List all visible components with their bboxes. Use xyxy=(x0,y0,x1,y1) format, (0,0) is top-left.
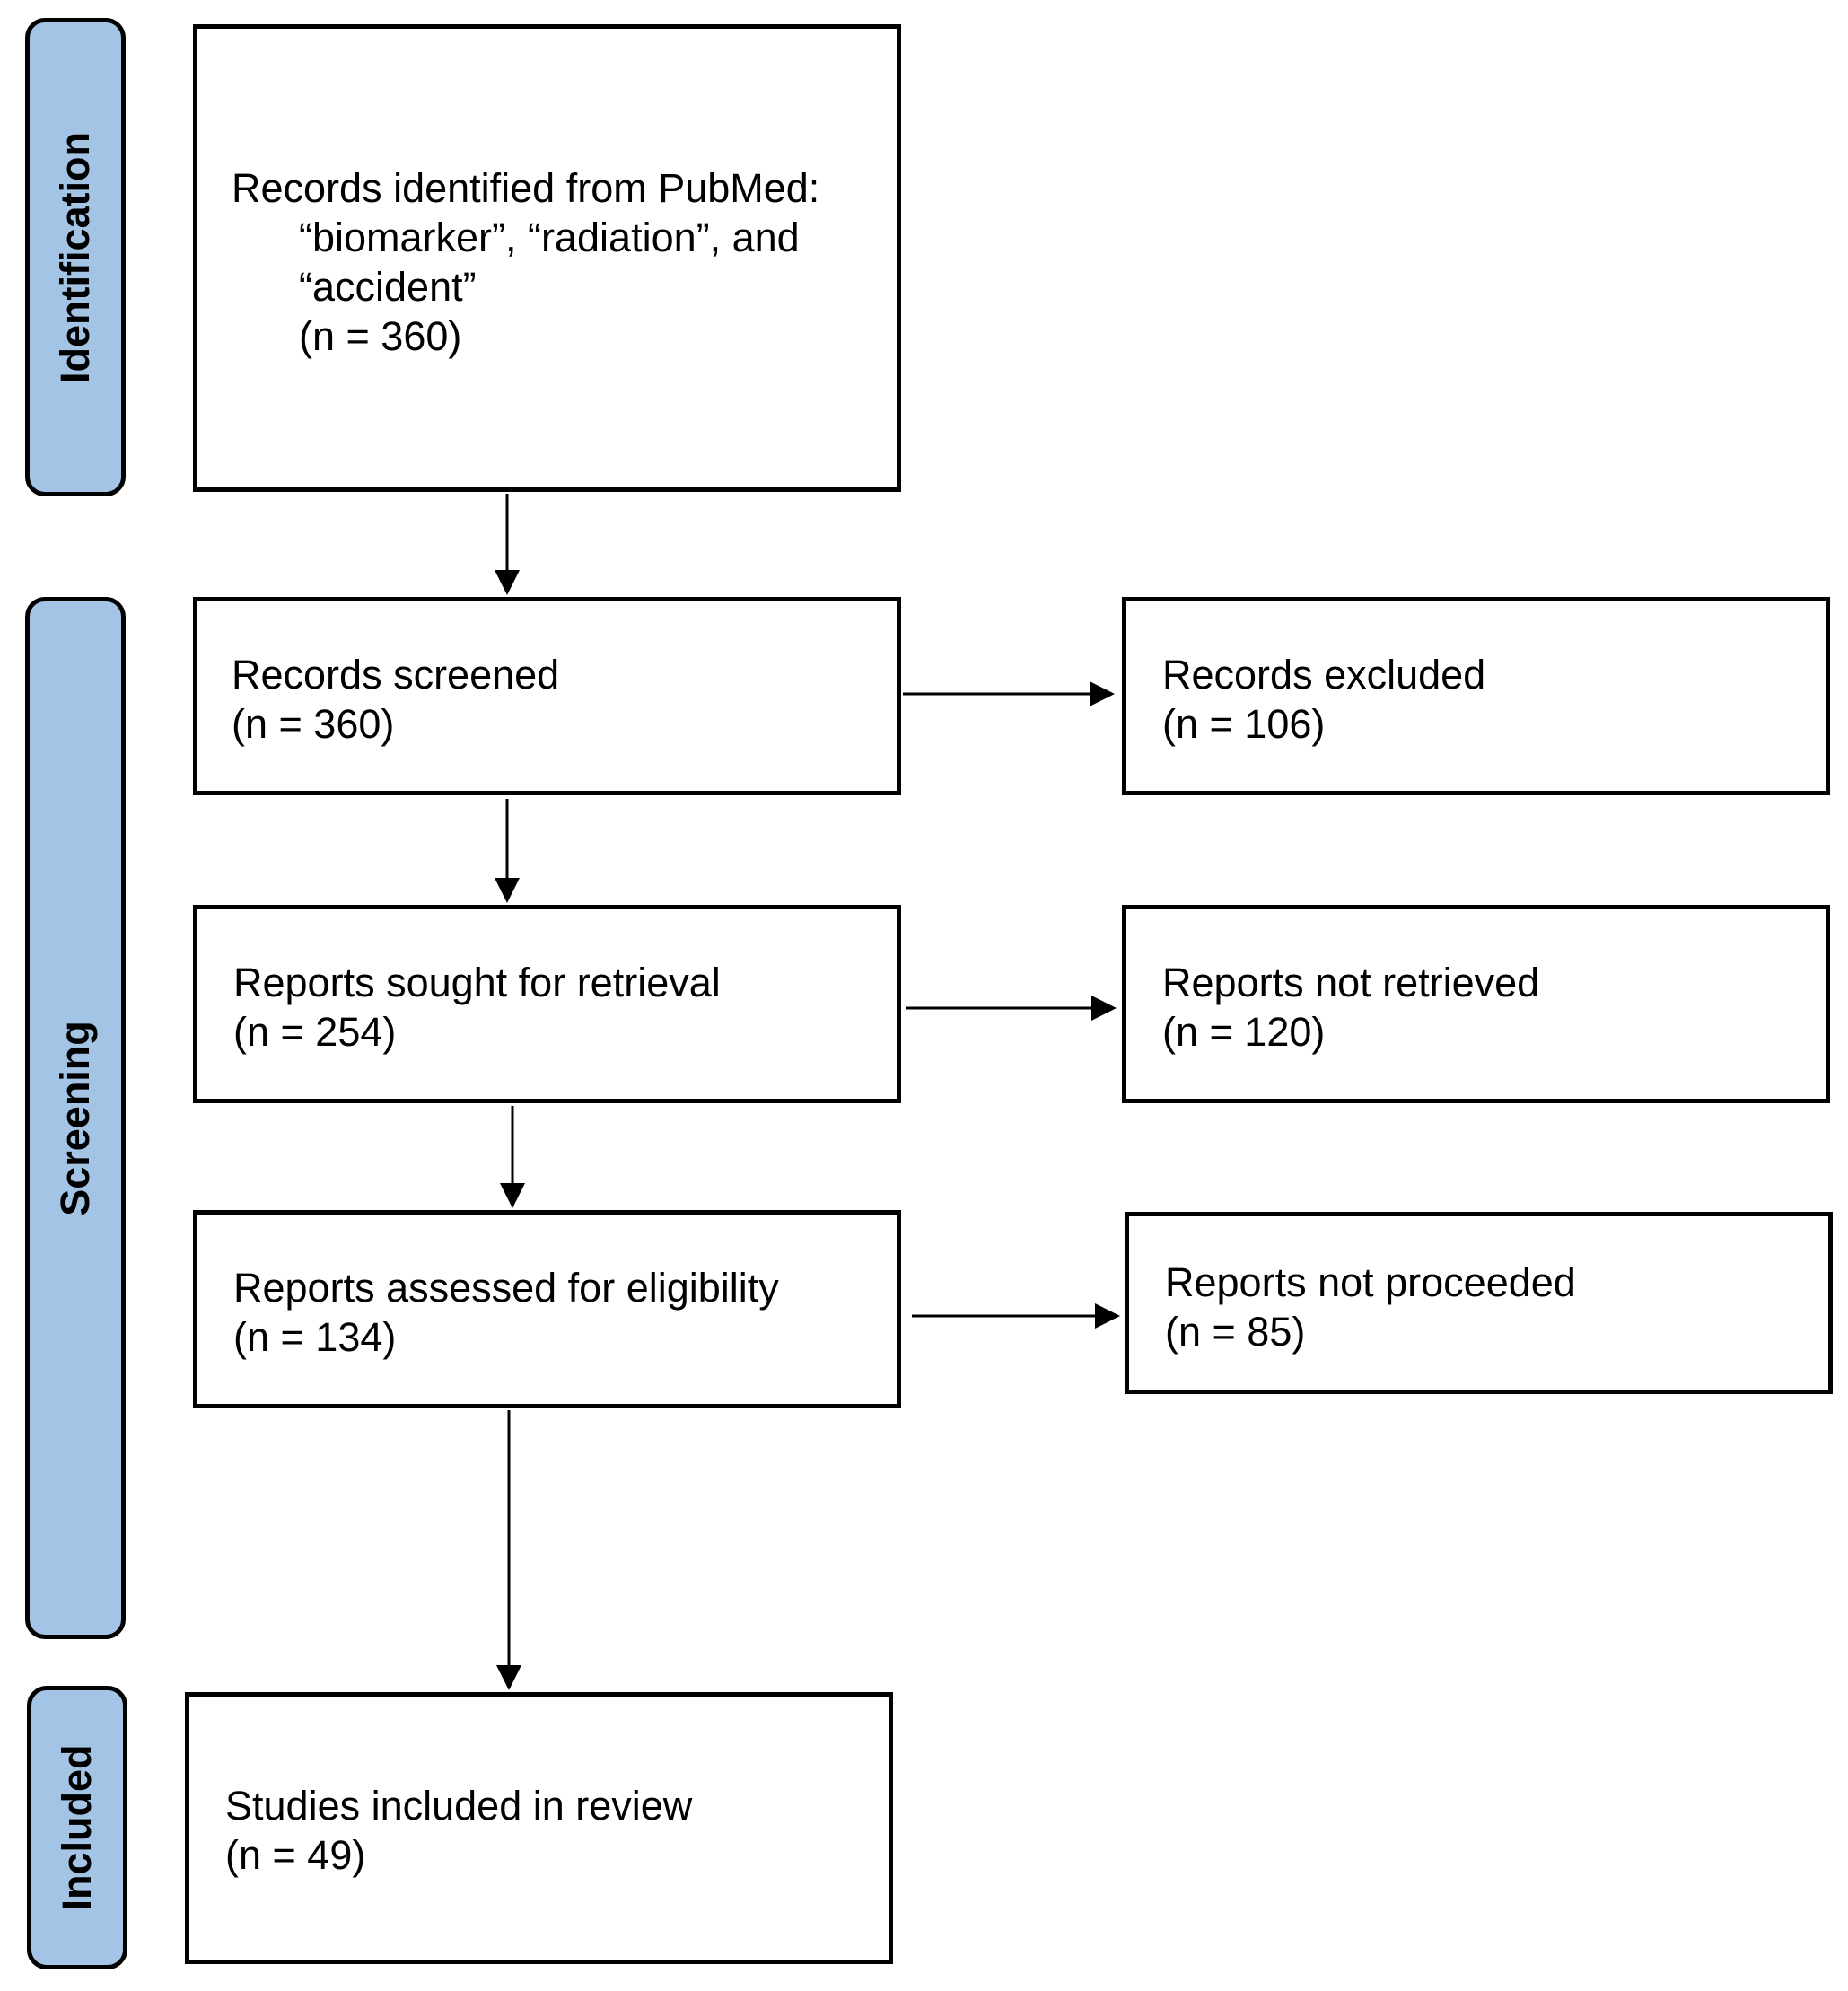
reports-assessed-count: (n = 134) xyxy=(233,1314,397,1360)
records-identified-count: (n = 360) xyxy=(299,313,462,359)
studies-included-box: Studies included in review (n = 49) xyxy=(185,1692,893,1964)
records-screened-count: (n = 360) xyxy=(232,701,395,747)
reports-sought-label: Reports sought for retrieval xyxy=(233,960,721,1005)
reports-not-retrieved-label: Reports not retrieved xyxy=(1162,960,1540,1005)
records-screened-label: Records screened xyxy=(232,652,560,697)
arrowhead-sought-to-not-retrieved xyxy=(1091,996,1117,1021)
reports-sought-box: Reports sought for retrieval (n = 254) xyxy=(193,905,901,1103)
arrowhead-assessed-to-not-proceeded xyxy=(1095,1303,1120,1329)
reports-sought-count: (n = 254) xyxy=(233,1009,397,1055)
reports-not-proceeded-box: Reports not proceeded (n = 85) xyxy=(1125,1212,1833,1394)
records-excluded-label: Records excluded xyxy=(1162,652,1486,697)
arrowhead-screened-to-excluded xyxy=(1090,681,1115,706)
arrowhead-screened-to-sought xyxy=(495,878,520,903)
reports-not-proceeded-count: (n = 85) xyxy=(1165,1309,1306,1355)
records-excluded-count: (n = 106) xyxy=(1162,701,1326,747)
reports-not-retrieved-box: Reports not retrieved (n = 120) xyxy=(1122,905,1830,1103)
studies-included-count: (n = 49) xyxy=(225,1832,366,1878)
reports-assessed-label: Reports assessed for eligibility xyxy=(233,1265,779,1311)
arrowhead-identified-to-screened xyxy=(495,570,520,595)
phase-identification: Identification xyxy=(25,18,126,496)
records-identified-line2: “biomarker”, “radiation”, and xyxy=(299,215,800,260)
records-screened-box: Records screened (n = 360) xyxy=(193,597,901,795)
phase-screening: Screening xyxy=(25,597,126,1639)
studies-included-label: Studies included in review xyxy=(225,1783,693,1829)
records-identified-line1: Records identified from PubMed: xyxy=(232,165,820,211)
phase-included: Included xyxy=(27,1686,127,1969)
arrowhead-sought-to-assessed xyxy=(500,1183,525,1208)
records-excluded-box: Records excluded (n = 106) xyxy=(1122,597,1830,795)
records-identified-box: Records identified from PubMed: “biomark… xyxy=(193,24,901,492)
reports-assessed-box: Reports assessed for eligibility (n = 13… xyxy=(193,1210,901,1408)
reports-not-proceeded-label: Reports not proceeded xyxy=(1165,1259,1576,1305)
arrowhead-assessed-to-included xyxy=(496,1665,521,1690)
reports-not-retrieved-count: (n = 120) xyxy=(1162,1009,1326,1055)
records-identified-line3: “accident” xyxy=(299,264,477,310)
